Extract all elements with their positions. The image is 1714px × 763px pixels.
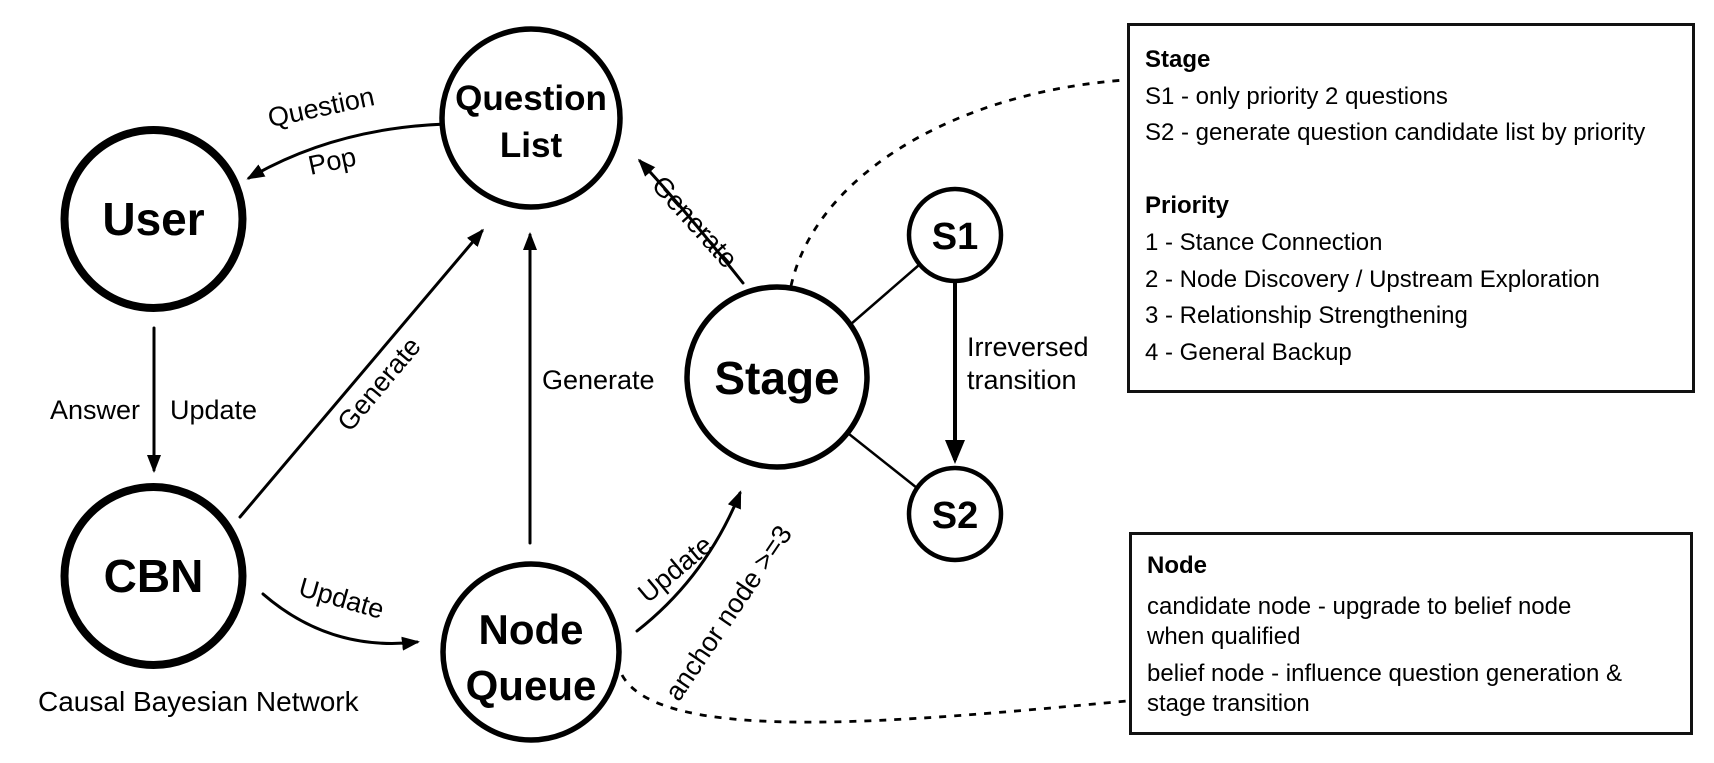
node-s2-label: S2 <box>932 495 978 537</box>
node-cbn-label: CBN <box>104 550 204 602</box>
dotted-link-node-queue-to-legend <box>620 674 1128 724</box>
edge-stage-to-s2 <box>848 433 918 489</box>
edge-cbn-to-question-list <box>238 228 484 519</box>
node-s2 <box>906 465 1004 563</box>
edge-cbn-to-node-queue <box>261 592 420 651</box>
node-question-list-label-line2: List <box>500 126 563 165</box>
node-s1 <box>906 186 1004 284</box>
node-node-queue-label-line2: Queue <box>466 662 597 709</box>
node-user <box>60 126 247 312</box>
node-node-queue-label-line1: Node <box>479 606 584 653</box>
edge-label-generate-vertical: Generate <box>542 365 655 395</box>
legend-node: Node candidate node - upgrade to belief … <box>1129 532 1693 735</box>
legend-node-candidate-line1: candidate node - upgrade to belief node <box>1147 593 1572 620</box>
legend-stage-heading: Stage <box>1145 46 1211 73</box>
node-question-list <box>439 26 623 210</box>
node-question-list-label-line1: Question <box>455 79 607 118</box>
legend-node-belief: belief node - influence question generat… <box>1147 659 1682 719</box>
node-s1-label: S1 <box>932 216 978 258</box>
edge-label-question: Question <box>265 81 377 133</box>
edge-label-irreversed-line1: Irreversed <box>967 332 1089 362</box>
dotted-link-stage-to-legend <box>789 78 1126 287</box>
cbn-caption: Causal Bayesian Network <box>38 686 360 717</box>
legend-stage-s2: S2 - generate question candidate list by… <box>1145 119 1646 147</box>
legend-node-heading: Node <box>1147 552 1207 579</box>
edge-label-generate-diagonal: Generate <box>331 331 426 437</box>
legend-stage-priority: Stage S1 - only priority 2 questions S2 … <box>1127 23 1695 393</box>
legend-node-candidate: candidate node - upgrade to belief node … <box>1147 592 1682 652</box>
legend-priority-2: 2 - Node Discovery / Upstream Exploratio… <box>1145 265 1600 293</box>
legend-node-belief-line2: stage transition <box>1147 690 1310 717</box>
legend-priority-heading: Priority <box>1145 192 1230 220</box>
edge-stage-to-s1 <box>850 264 920 325</box>
node-user-label: User <box>102 193 204 245</box>
legend-stage-s1: S1 - only priority 2 questions <box>1145 82 1448 110</box>
legend-priority-1: 1 - Stance Connection <box>1145 228 1383 256</box>
node-stage-label: Stage <box>714 352 839 404</box>
edge-node-queue-to-stage <box>635 490 742 633</box>
node-node-queue <box>440 561 622 743</box>
edge-label-generate-curve: Generate <box>646 170 744 274</box>
legend-node-candidate-line2: when qualified <box>1147 623 1301 650</box>
legend-spacer <box>1145 152 1684 189</box>
edge-label-update-cbn-nq: Update <box>295 572 387 625</box>
edge-label-update-user-cbn: Update <box>170 395 257 425</box>
legend-priority-3: 3 - Relationship Strengthening <box>1145 302 1468 330</box>
edge-label-irreversed-line2: transition <box>967 365 1077 395</box>
legend-node-belief-line1: belief node - influence question generat… <box>1147 660 1623 687</box>
legend-priority-4: 4 - General Backup <box>1145 338 1352 366</box>
edge-question-list-to-user <box>246 122 448 180</box>
node-stage <box>684 284 870 470</box>
edge-label-answer: Answer <box>50 395 140 425</box>
node-cbn <box>60 483 247 669</box>
edge-stage-to-question-list <box>637 158 745 285</box>
